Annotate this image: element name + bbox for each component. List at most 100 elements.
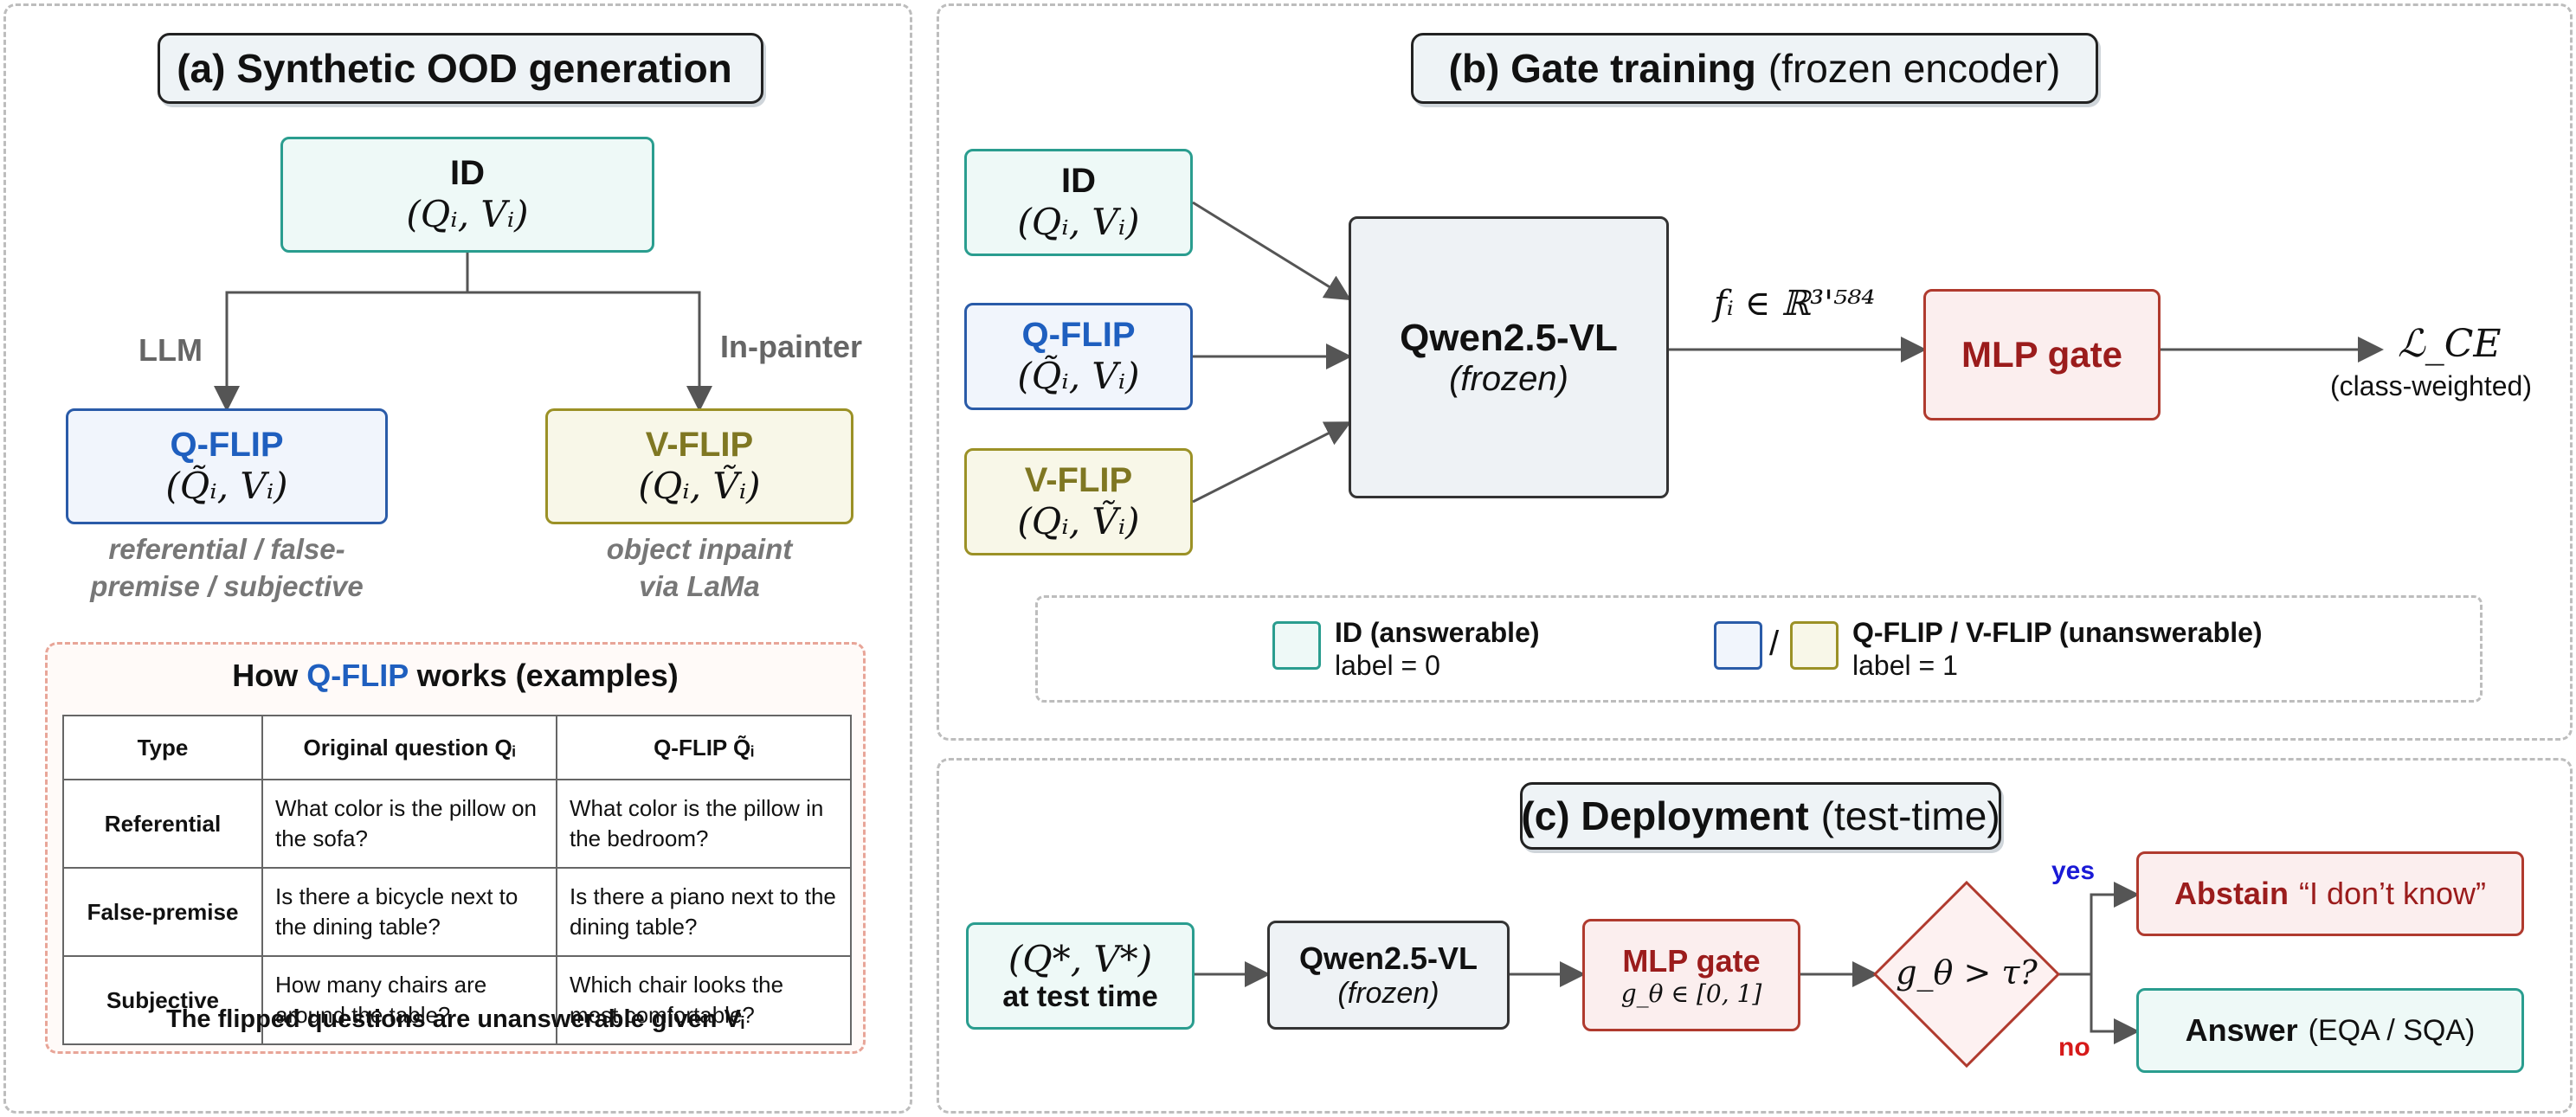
llm-label: LLM [138,332,203,368]
qflip-box-b-math: (Q̃ᵢ, Vᵢ) [1017,355,1140,397]
panel-c-title-rest: (test-time) [1820,793,2000,838]
answer-rest: (EQA / SQA) [2308,1013,2476,1047]
encoder-c-name: Qwen2.5-VL [1298,940,1478,976]
feature-label: fᵢ ∈ ℝ³'⁵⁸⁴ [1714,284,1876,324]
examples-title-post: works (examples) [408,658,679,693]
decision-diamond [1872,880,2061,1069]
vflip-box-b: V-FLIP (Qᵢ, Ṽᵢ) [964,448,1193,555]
panel-c [937,758,2573,1114]
examples-table: Type Original question Qᵢ Q-FLIP Q̃ᵢ Ref… [62,715,852,1045]
panel-a-title: (a) Synthetic OOD generation [158,33,763,104]
vflip-note-line1: object inpaint [606,533,793,565]
header-type: Type [62,715,263,780]
panel-a-title-text: (a) Synthetic OOD generation [177,46,732,91]
yes-label: yes [2051,857,2096,885]
arrow-id-to-encoder [1192,201,1352,301]
loss-note: (class-weighted) [2330,370,2532,401]
arrow-vflip-to-encoder [1192,421,1352,504]
branch-connector-right [467,291,712,412]
row-type: False-premise [62,867,263,957]
row-original: Is there a bicycle next to the dining ta… [261,867,557,957]
header-qflip: Q-FLIP Q̃ᵢ [556,715,852,780]
row-original: How many chairs are around the table? [261,955,557,1045]
gate-box-c: MLP gate g_θ ∈ [0, 1] [1582,919,1800,1031]
panel-a-arrows [214,253,712,412]
answer-bold: Answer [2185,1012,2298,1048]
no-label: no [2058,1033,2090,1062]
abstain-quote: “I don’t know” [2298,876,2487,911]
qflip-note-line1: referential / false- [108,533,345,565]
vflip-note: object inpaint via LaMa [545,531,853,606]
table-row: Referential What color is the pillow on … [62,779,852,869]
panel-a [3,3,912,1114]
vflip-box-a: V-FLIP (Qᵢ, Ṽᵢ) [545,408,853,524]
gate-box-b: MLP gate [1923,289,2161,420]
panel-b-title-rest: (frozen encoder) [1768,46,2061,91]
legend-id-label: label = 0 [1335,650,1440,682]
encoder-box-c: Qwen2.5-VL (frozen) [1267,921,1510,1030]
legend-vflip-swatch [1790,621,1839,670]
encoder-b-name: Qwen2.5-VL [1400,316,1618,359]
arrow-decision-yes [2058,882,2140,976]
examples-title-pre: How [232,658,307,693]
arrow-decision-no [2090,974,2140,1044]
legend-flip-title: Q-FLIP / V-FLIP (unanswerable) [1852,617,2263,648]
branch-connector [214,253,469,412]
legend-box [1035,595,2483,703]
input-box-c: (Q*, V*) at test time [966,922,1195,1030]
vflip-box-a-math: (Qᵢ, Ṽᵢ) [638,465,761,507]
qflip-note-line2: premise / subjective [90,569,364,602]
panel-b-title-bold: (b) Gate training [1448,46,1756,91]
vflip-box-b-label: V-FLIP [1024,461,1133,499]
qflip-box-a: Q-FLIP (Q̃ᵢ, Vᵢ) [66,408,388,524]
legend-flip-label: label = 1 [1852,650,1958,682]
decision-label: g_θ > τ? [1896,953,2038,992]
legend-id-text: ID (answerable) label = 0 [1335,616,1540,683]
legend-slash: / [1769,625,1780,663]
panel-b-arrows [1192,201,2384,504]
legend-qflip-swatch [1714,621,1762,670]
examples-title: How Q-FLIP works (examples) [45,658,866,694]
gate-b-label: MLP gate [1961,334,2122,375]
id-box: ID (Qᵢ, Vᵢ) [280,137,654,253]
encoder-c-state: (frozen) [1337,976,1439,1010]
qflip-box-a-math: (Q̃ᵢ, Vᵢ) [165,465,288,507]
vflip-box-a-label: V-FLIP [645,426,754,464]
examples-footer: The flipped questions are unanswerable g… [165,1005,745,1033]
gate-c-math: g_θ ∈ [0, 1] [1620,979,1762,1008]
encoder-box-b: Qwen2.5-VL (frozen) [1349,216,1669,498]
panel-c-title-bold: (c) Deployment [1521,793,1809,838]
id-box-label: ID [450,154,485,192]
row-flip: Is there a piano next to the dining tabl… [556,867,852,957]
abstain-bold: Abstain [2174,876,2289,911]
vflip-box-b-math: (Qᵢ, Ṽᵢ) [1017,500,1140,542]
qflip-note: referential / false- premise / subjectiv… [61,531,393,606]
id-box-b: ID (Qᵢ, Vᵢ) [964,149,1193,256]
row-original: What color is the pillow on the sofa? [261,779,557,869]
inpainter-label: In-painter [720,329,863,364]
table-row: Subjective How many chairs are around th… [62,955,852,1045]
panel-c-title: (c) Deployment (test-time) [1520,782,2001,850]
id-box-b-label: ID [1061,162,1096,200]
abstain-box: Abstain “I don’t know” [2136,851,2524,936]
qflip-box-b-label: Q-FLIP [1021,316,1136,354]
encoder-b-state: (frozen) [1449,359,1568,398]
table-row: False-premise Is there a bicycle next to… [62,867,852,957]
row-flip: Which chair looks the most comfortable? [556,955,852,1045]
qflip-box-a-label: Q-FLIP [170,426,284,464]
vflip-note-line2: via LaMa [639,569,760,602]
id-box-math: (Qᵢ, Vᵢ) [406,193,529,235]
legend-flip-text: Q-FLIP / V-FLIP (unanswerable) label = 1 [1852,616,2263,683]
row-flip: What color is the pillow in the bedroom? [556,779,852,869]
input-c-label: at test time [1002,980,1158,1013]
id-box-b-math: (Qᵢ, Vᵢ) [1017,201,1140,243]
examples-table-wrap: Type Original question Qᵢ Q-FLIP Q̃ᵢ Ref… [62,715,852,1045]
panel-b-title: (b) Gate training (frozen encoder) [1411,33,2098,104]
row-type: Subjective [62,955,263,1045]
loss-label: ℒ_CE [2398,322,2502,366]
row-type: Referential [62,779,263,869]
answer-box: Answer (EQA / SQA) [2136,988,2524,1073]
legend-id-swatch [1272,621,1321,670]
header-original: Original question Qᵢ [261,715,557,780]
gate-c-label: MLP gate [1622,942,1761,979]
